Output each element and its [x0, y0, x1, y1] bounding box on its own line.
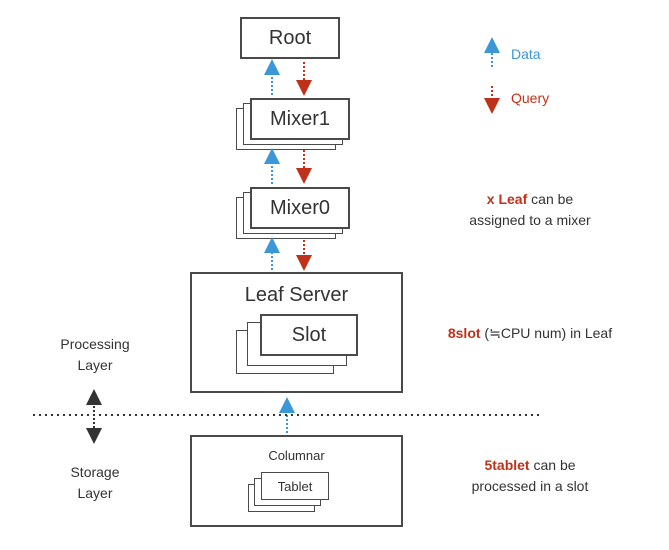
slot-label: Slot: [291, 323, 327, 346]
root-node: Root: [240, 17, 340, 59]
storage-line2: Layer: [77, 485, 113, 501]
legend-data-label: Data: [511, 46, 541, 62]
processing-layer-label: Processing Layer: [40, 334, 150, 376]
slot-note: 8slot (≒CPU num) in Leaf: [400, 323, 660, 344]
tablet-note-rest: can be: [529, 457, 576, 473]
slot-note-rest: (≒CPU num) in Leaf: [480, 325, 613, 341]
mixer0-node: Mixer0: [250, 187, 350, 229]
columnar-label: Columnar: [268, 448, 325, 463]
tablet-note-line2: processed in a slot: [471, 478, 589, 494]
mixer0-label: Mixer0: [269, 196, 330, 219]
mixer1-node: Mixer1: [250, 98, 350, 140]
processing-line1: Processing: [60, 336, 130, 352]
tablet-note: 5tablet can be processed in a slot: [420, 455, 640, 497]
tablet-note-highlight: 5tablet: [484, 457, 530, 473]
slot-note-highlight: 8slot: [447, 325, 481, 341]
mixer1-label: Mixer1: [269, 107, 330, 130]
leaf-note: x Leaf can be assigned to a mixer: [420, 189, 640, 231]
slot-node: Slot: [260, 314, 358, 356]
root-label: Root: [268, 26, 312, 49]
legend-query-label: Query: [511, 90, 550, 106]
leaf-note-rest: can be: [527, 191, 574, 207]
leaf-note-highlight: x Leaf: [486, 191, 528, 207]
storage-layer-label: Storage Layer: [40, 462, 150, 504]
storage-line1: Storage: [70, 464, 120, 480]
leaf-note-line2: assigned to a mixer: [469, 212, 591, 228]
tablet-label: Tablet: [277, 478, 313, 494]
leaf-server-label: Leaf Server: [244, 284, 349, 306]
tablet-node: Tablet: [261, 472, 329, 500]
processing-line2: Layer: [77, 357, 113, 373]
